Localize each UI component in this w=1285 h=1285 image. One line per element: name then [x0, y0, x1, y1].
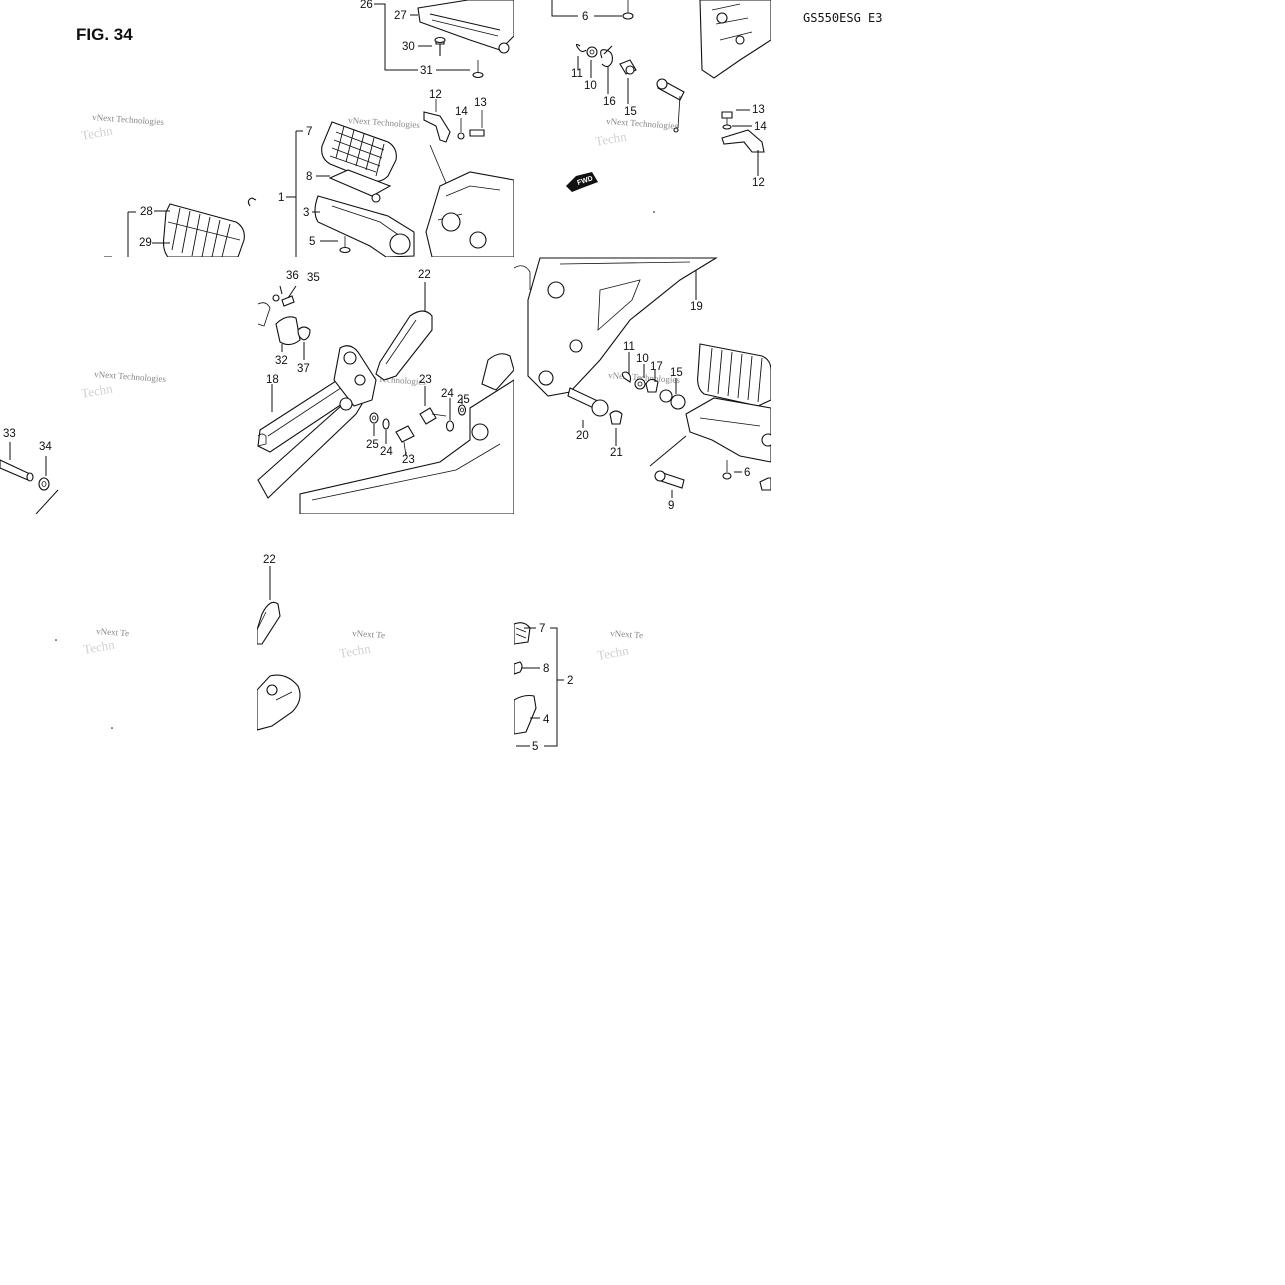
part-number: 4	[543, 714, 550, 726]
part-number: 30	[402, 41, 415, 53]
part-number: 10	[636, 353, 649, 365]
watermark: vNext Te	[352, 628, 386, 640]
part-number: 19	[690, 301, 703, 313]
part-number: 14	[455, 106, 468, 118]
part-number: 15	[670, 367, 683, 379]
model-code: GS550ESG E3	[803, 11, 882, 25]
part-number: 34	[39, 441, 52, 453]
part-number: 8	[543, 663, 549, 675]
part-number: 20	[576, 430, 589, 442]
part-number: 6	[744, 467, 750, 479]
part-number: 16	[603, 96, 616, 108]
part-number: 24	[441, 388, 454, 400]
part-number: 17	[650, 361, 663, 373]
watermark: vNext Te	[96, 626, 130, 638]
part-number: 25	[457, 394, 470, 406]
part-number: 15	[624, 106, 637, 118]
part-number: 35	[307, 272, 320, 284]
tile-middle-right: 19 11 10 17 15 20 21 6 9	[514, 257, 771, 512]
part-number: 7	[539, 623, 545, 635]
tile-middle-center: 36 35 22 32 37 18 23 24 25 25 24 23	[257, 269, 514, 514]
part-number: 7	[306, 126, 312, 138]
part-number: 33	[3, 428, 16, 440]
figure-title: FIG. 34	[76, 25, 133, 44]
part-number: 11	[571, 68, 583, 80]
part-number: 23	[402, 454, 415, 466]
watermark-faint: Techn	[82, 637, 116, 657]
part-number: 29	[139, 237, 152, 249]
tile-top-left: 28 29	[104, 197, 257, 257]
watermark-faint: Techn	[80, 123, 114, 143]
part-number: 12	[752, 177, 765, 189]
part-number: 2	[567, 675, 573, 687]
speck	[55, 639, 57, 641]
part-number: 26	[360, 0, 373, 11]
part-number: 6	[582, 11, 588, 23]
part-number: 22	[418, 269, 431, 281]
tile-middle-left: 33 34	[0, 428, 59, 514]
part-number: 22	[263, 554, 276, 566]
watermark-faint: Techn	[338, 641, 372, 661]
part-number: 32	[275, 355, 288, 367]
part-number: 11	[623, 341, 635, 353]
watermark-faint: Techn	[596, 643, 630, 663]
part-number: 9	[668, 500, 674, 512]
part-number: 24	[380, 446, 393, 458]
part-number: 27	[394, 10, 407, 22]
fwd-arrow-label: FWD	[576, 175, 593, 187]
part-number: 21	[610, 447, 623, 459]
watermark: vNext Technologies	[348, 115, 421, 130]
part-number: 36	[286, 270, 299, 282]
watermarks: Techn vNext Technologies vNext Technolog…	[80, 112, 681, 663]
part-number: 14	[754, 121, 767, 133]
part-number: 10	[584, 80, 597, 92]
tile-bottom-right: 7 8 2 4 5	[514, 622, 573, 753]
part-number: 3	[303, 207, 309, 219]
tile-bottom-center: 22	[257, 554, 301, 731]
part-number: 13	[474, 97, 487, 109]
part-number: 12	[429, 89, 442, 101]
part-number: 8	[306, 171, 312, 183]
watermark-faint: Techn	[80, 381, 114, 401]
watermark: vNext Te	[610, 628, 644, 640]
fwd-arrow: FWD	[566, 172, 598, 192]
part-number: 13	[752, 104, 765, 116]
tile-top-right: FWD 6 11 10 16 15 13 14 12	[551, 0, 771, 213]
speck	[111, 727, 113, 729]
part-number: 31	[420, 65, 433, 77]
part-number: 18	[266, 374, 279, 386]
part-number: 23	[419, 374, 432, 386]
part-number: 25	[366, 439, 379, 451]
tile-top-middle: 26 27 30 31 12 14 13 7 8 1 3 5	[278, 0, 514, 257]
part-number: 5	[532, 741, 538, 753]
part-number: 28	[140, 206, 153, 218]
part-number: 5	[309, 236, 315, 248]
part-number: 1	[278, 192, 284, 204]
part-number: 37	[297, 363, 310, 375]
watermark: vNext Technologies	[606, 116, 679, 131]
watermark-faint: Techn	[594, 129, 628, 149]
